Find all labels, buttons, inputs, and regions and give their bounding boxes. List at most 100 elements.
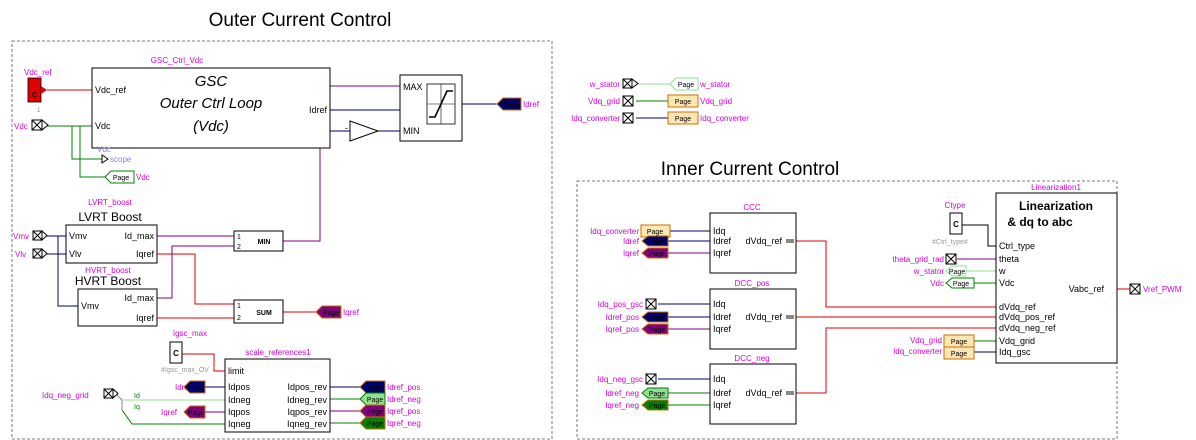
page-iqref-neg-label: Iqref_neg xyxy=(387,419,421,428)
vdc-ref-constant-c: C xyxy=(32,92,37,99)
lin-title-1: Linearization xyxy=(1019,199,1093,213)
idq-converter-terminal[interactable] xyxy=(622,112,634,124)
page-lin-idq[interactable]: Page xyxy=(943,346,975,360)
page-idref-neg[interactable]: Page xyxy=(359,392,386,406)
page-scale-in-iqref[interactable]: Page xyxy=(183,405,206,419)
page-iqref[interactable]: Page xyxy=(315,305,342,319)
dccpos-in-iqref-label: Iqref_pos xyxy=(606,325,639,334)
vlv-input-terminal[interactable] xyxy=(32,247,48,260)
ccc-block[interactable] xyxy=(709,212,797,274)
page-dccpos-iqref[interactable]: Page xyxy=(641,323,669,335)
wires xyxy=(47,83,1130,425)
lin-port-vabc: Vabc_ref xyxy=(1069,284,1105,294)
page-idref[interactable]: Page xyxy=(496,97,522,111)
dccneg-tag: DCC_neg xyxy=(734,354,769,363)
page-ccc-iqref[interactable]: Page xyxy=(641,247,669,259)
negate-gain[interactable] xyxy=(349,120,380,142)
page-lin-vdc[interactable]: Page xyxy=(945,277,975,289)
split-iq-label: Iq xyxy=(134,404,140,411)
ccc-out-stub xyxy=(786,239,794,243)
gsc-port-vdc: Vdc xyxy=(95,121,111,131)
dcc-neg-block[interactable] xyxy=(709,363,797,425)
page-idref-pos[interactable]: Page xyxy=(359,380,386,394)
scale-references-block[interactable] xyxy=(224,358,331,433)
dccpos-out-stub xyxy=(786,315,794,319)
dcc-pos-block[interactable] xyxy=(709,288,797,350)
page-dccneg-idref[interactable]: Page xyxy=(641,387,669,399)
svg-text:Page: Page xyxy=(649,315,665,322)
scope-label: scope xyxy=(110,155,132,164)
sum-port-1: 1 xyxy=(237,303,241,310)
page-scale-in-idref[interactable]: Page xyxy=(183,380,206,394)
dccpos-idq-terminal[interactable] xyxy=(645,298,657,310)
page-lin-vdq[interactable]: Page xyxy=(943,334,975,348)
ccc-in-iqref-label: Iqref xyxy=(623,249,640,258)
gsc-port-idref: Idref xyxy=(309,105,328,115)
page-vdc[interactable]: Page xyxy=(104,170,135,184)
scale-port-iqneg: Iqneg xyxy=(228,419,251,429)
idq-neg-grid-terminal[interactable] xyxy=(103,387,119,400)
dccneg-in-idq-label: Idq_neg_gsc xyxy=(597,375,643,384)
page-ccc-idq[interactable]: Page xyxy=(640,224,671,238)
page-ccc-idref[interactable]: Page xyxy=(641,235,669,247)
vdc-ref-constant[interactable]: C xyxy=(27,77,42,103)
lvrt-boost-block[interactable] xyxy=(65,224,158,264)
lin-port-w: w xyxy=(998,266,1006,276)
ctype-constant[interactable]: C xyxy=(949,212,963,235)
svg-text:Page: Page xyxy=(367,385,383,392)
lvrt-title: LVRT Boost xyxy=(78,210,142,224)
scope-icon[interactable] xyxy=(101,154,109,164)
theta-grid-terminal[interactable] xyxy=(945,253,957,265)
lin-title-2: & dq to abc xyxy=(1007,215,1073,229)
linearization-block[interactable] xyxy=(995,192,1118,364)
page-vdq-grid[interactable]: Page xyxy=(667,94,699,108)
ccc-port-idref: Idref xyxy=(713,236,732,246)
inner-section-title: Inner Current Control xyxy=(661,159,839,180)
svg-text:Page: Page xyxy=(675,99,691,106)
limiter-min-label: MIN xyxy=(403,126,420,136)
page-dccneg-iqref[interactable]: Page xyxy=(641,399,669,411)
vmv-input-label: Vmv xyxy=(13,232,29,241)
min-block[interactable] xyxy=(233,230,284,252)
vdc-input-label: Vdc xyxy=(14,122,28,131)
lin-port-dvdq-neg: dVdq_neg_ref xyxy=(999,323,1056,333)
svg-text:Page: Page xyxy=(951,351,967,358)
sum-block-label: SUM xyxy=(256,310,272,317)
igsc-max-constant[interactable]: C xyxy=(169,341,183,364)
page-dccpos-idref[interactable]: Page xyxy=(641,311,669,323)
dccpos-in-idq-label: Idq_pos_gsc xyxy=(598,300,643,309)
page-iqref-pos[interactable]: Page xyxy=(359,404,386,418)
vmv-input-terminal[interactable] xyxy=(32,229,48,242)
page-w-stator[interactable]: Page xyxy=(669,77,699,91)
ctype-label: Ctype xyxy=(945,201,966,210)
vref-pwm-terminal[interactable] xyxy=(1129,283,1141,295)
negate-gain-sign: - xyxy=(345,123,348,133)
sum-block[interactable] xyxy=(233,299,284,324)
ccc-port-dvdq: dVdq_ref xyxy=(745,236,782,246)
scale-port-idneg-rev: Idneg_rev xyxy=(287,395,328,405)
page-idq-converter[interactable]: Page xyxy=(667,111,699,125)
limiter-max-label: MAX xyxy=(403,82,423,92)
hvrt-boost-block[interactable] xyxy=(77,288,158,327)
svg-text:Page: Page xyxy=(188,410,204,417)
hvrt-tag: HVRT_boost xyxy=(85,266,131,275)
page-lin-w[interactable]: Page xyxy=(945,265,967,277)
vdc-input-terminal[interactable] xyxy=(31,118,49,132)
page-iqref-neg[interactable]: Page xyxy=(359,416,386,430)
idq-neg-grid-label: Idq_neg_grid xyxy=(42,391,89,400)
dccneg-idq-terminal[interactable] xyxy=(645,373,657,385)
dccneg-port-idref: Idref xyxy=(713,388,732,398)
scale-in-iqref-label: Iqref xyxy=(161,408,178,417)
w-stator-terminal[interactable] xyxy=(622,78,639,89)
scale-port-idpos-rev: Idpos_rev xyxy=(287,382,327,392)
igsc-max-label: Igsc_max xyxy=(173,329,207,338)
limiter-curve-icon xyxy=(426,83,456,125)
lvrt-port-vmv: Vmv xyxy=(69,231,88,241)
svg-text:Page: Page xyxy=(647,229,663,236)
ctype-default: #Ctrl_type# xyxy=(932,239,968,246)
scale-block-tag: scale_references1 xyxy=(245,348,311,357)
vdq-grid-terminal[interactable] xyxy=(622,95,634,107)
gsc-outer-ctrl-block[interactable] xyxy=(91,67,331,149)
dccneg-port-dvdq: dVdq_ref xyxy=(745,388,782,398)
